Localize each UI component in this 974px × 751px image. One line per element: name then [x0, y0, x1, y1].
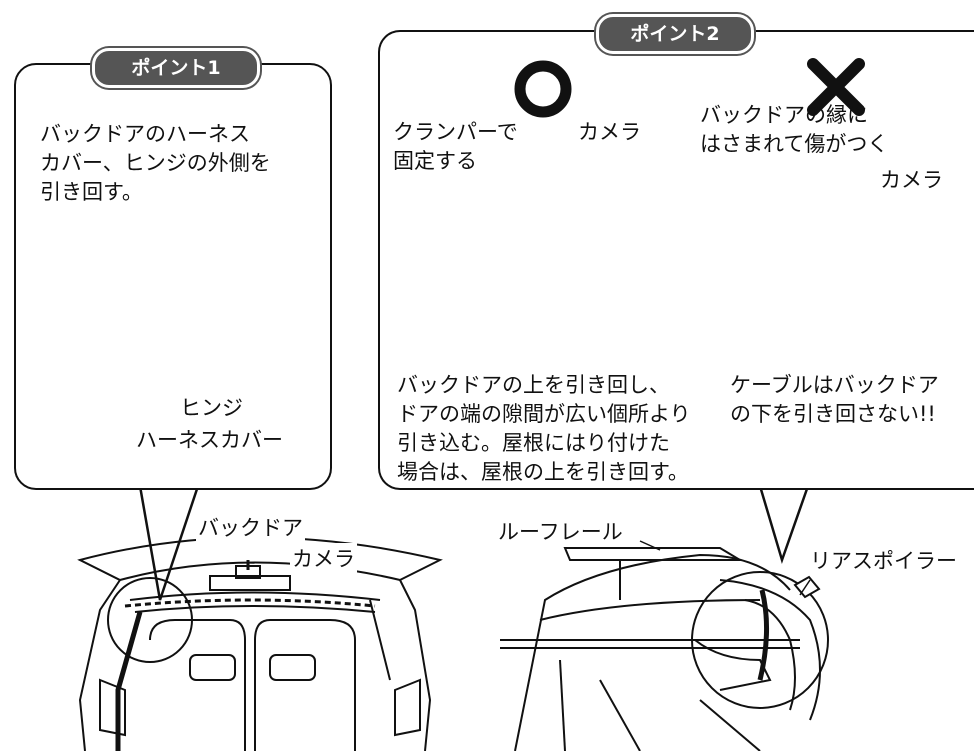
ok-caption-line: 引き込む。屋根にはり付けた [397, 431, 670, 455]
point1-badge: ポイント1 [92, 48, 260, 88]
point1-instruction-line: 引き回す。 [40, 180, 143, 204]
ng-callout: バックドアの縁に はさまれて傷がつく [700, 101, 888, 159]
ng-callout-line: バックドアの縁に [700, 103, 868, 127]
point1-instruction-line: バックドアのハーネス [40, 122, 250, 146]
ok-camera-label: カメラ [578, 120, 641, 144]
ok-caption-line: ドアの端の隙間が広い個所より [397, 402, 691, 426]
label-roof-rail: ルーフレール [496, 516, 625, 546]
label-backdoor: バックドア [196, 512, 305, 542]
label-hinge: ヒンジ [178, 392, 245, 422]
ok-caption-line: 場合は、屋根の上を引き回す。 [397, 460, 689, 484]
label-harness-cover: ハーネスカバー [134, 424, 285, 454]
point1-instruction: バックドアのハーネス カバー、ヒンジの外側を 引き回す。 [40, 120, 271, 207]
label-camera: カメラ [290, 543, 357, 573]
ng-camera-label: カメラ [880, 168, 943, 192]
ok-circle-icon [514, 60, 572, 118]
ng-caption: ケーブルはバックドア の下を引き回さない!! [730, 371, 939, 429]
ng-caption-line: ケーブルはバックドア [730, 373, 939, 397]
point2-callout [378, 30, 974, 490]
ok-caption-line: バックドアの上を引き回し、 [397, 373, 670, 397]
ok-callout-line: 固定する [393, 149, 477, 173]
point1-instruction-line: カバー、ヒンジの外側を [40, 151, 271, 175]
ng-callout-line: はさまれて傷がつく [700, 132, 889, 156]
point1-callout [14, 63, 332, 490]
point2-badge: ポイント2 [596, 14, 754, 54]
ok-callout: クランパーで 固定する [393, 118, 518, 176]
ng-caption-line: の下を引き回さない!! [730, 402, 936, 426]
ok-callout-line: クランパーで [393, 120, 518, 144]
label-rear-spoiler: リアスポイラー [808, 545, 959, 575]
ok-caption: バックドアの上を引き回し、 ドアの端の隙間が広い個所より 引き込む。屋根にはり付… [397, 371, 691, 487]
ng-cross-icon [807, 58, 865, 116]
